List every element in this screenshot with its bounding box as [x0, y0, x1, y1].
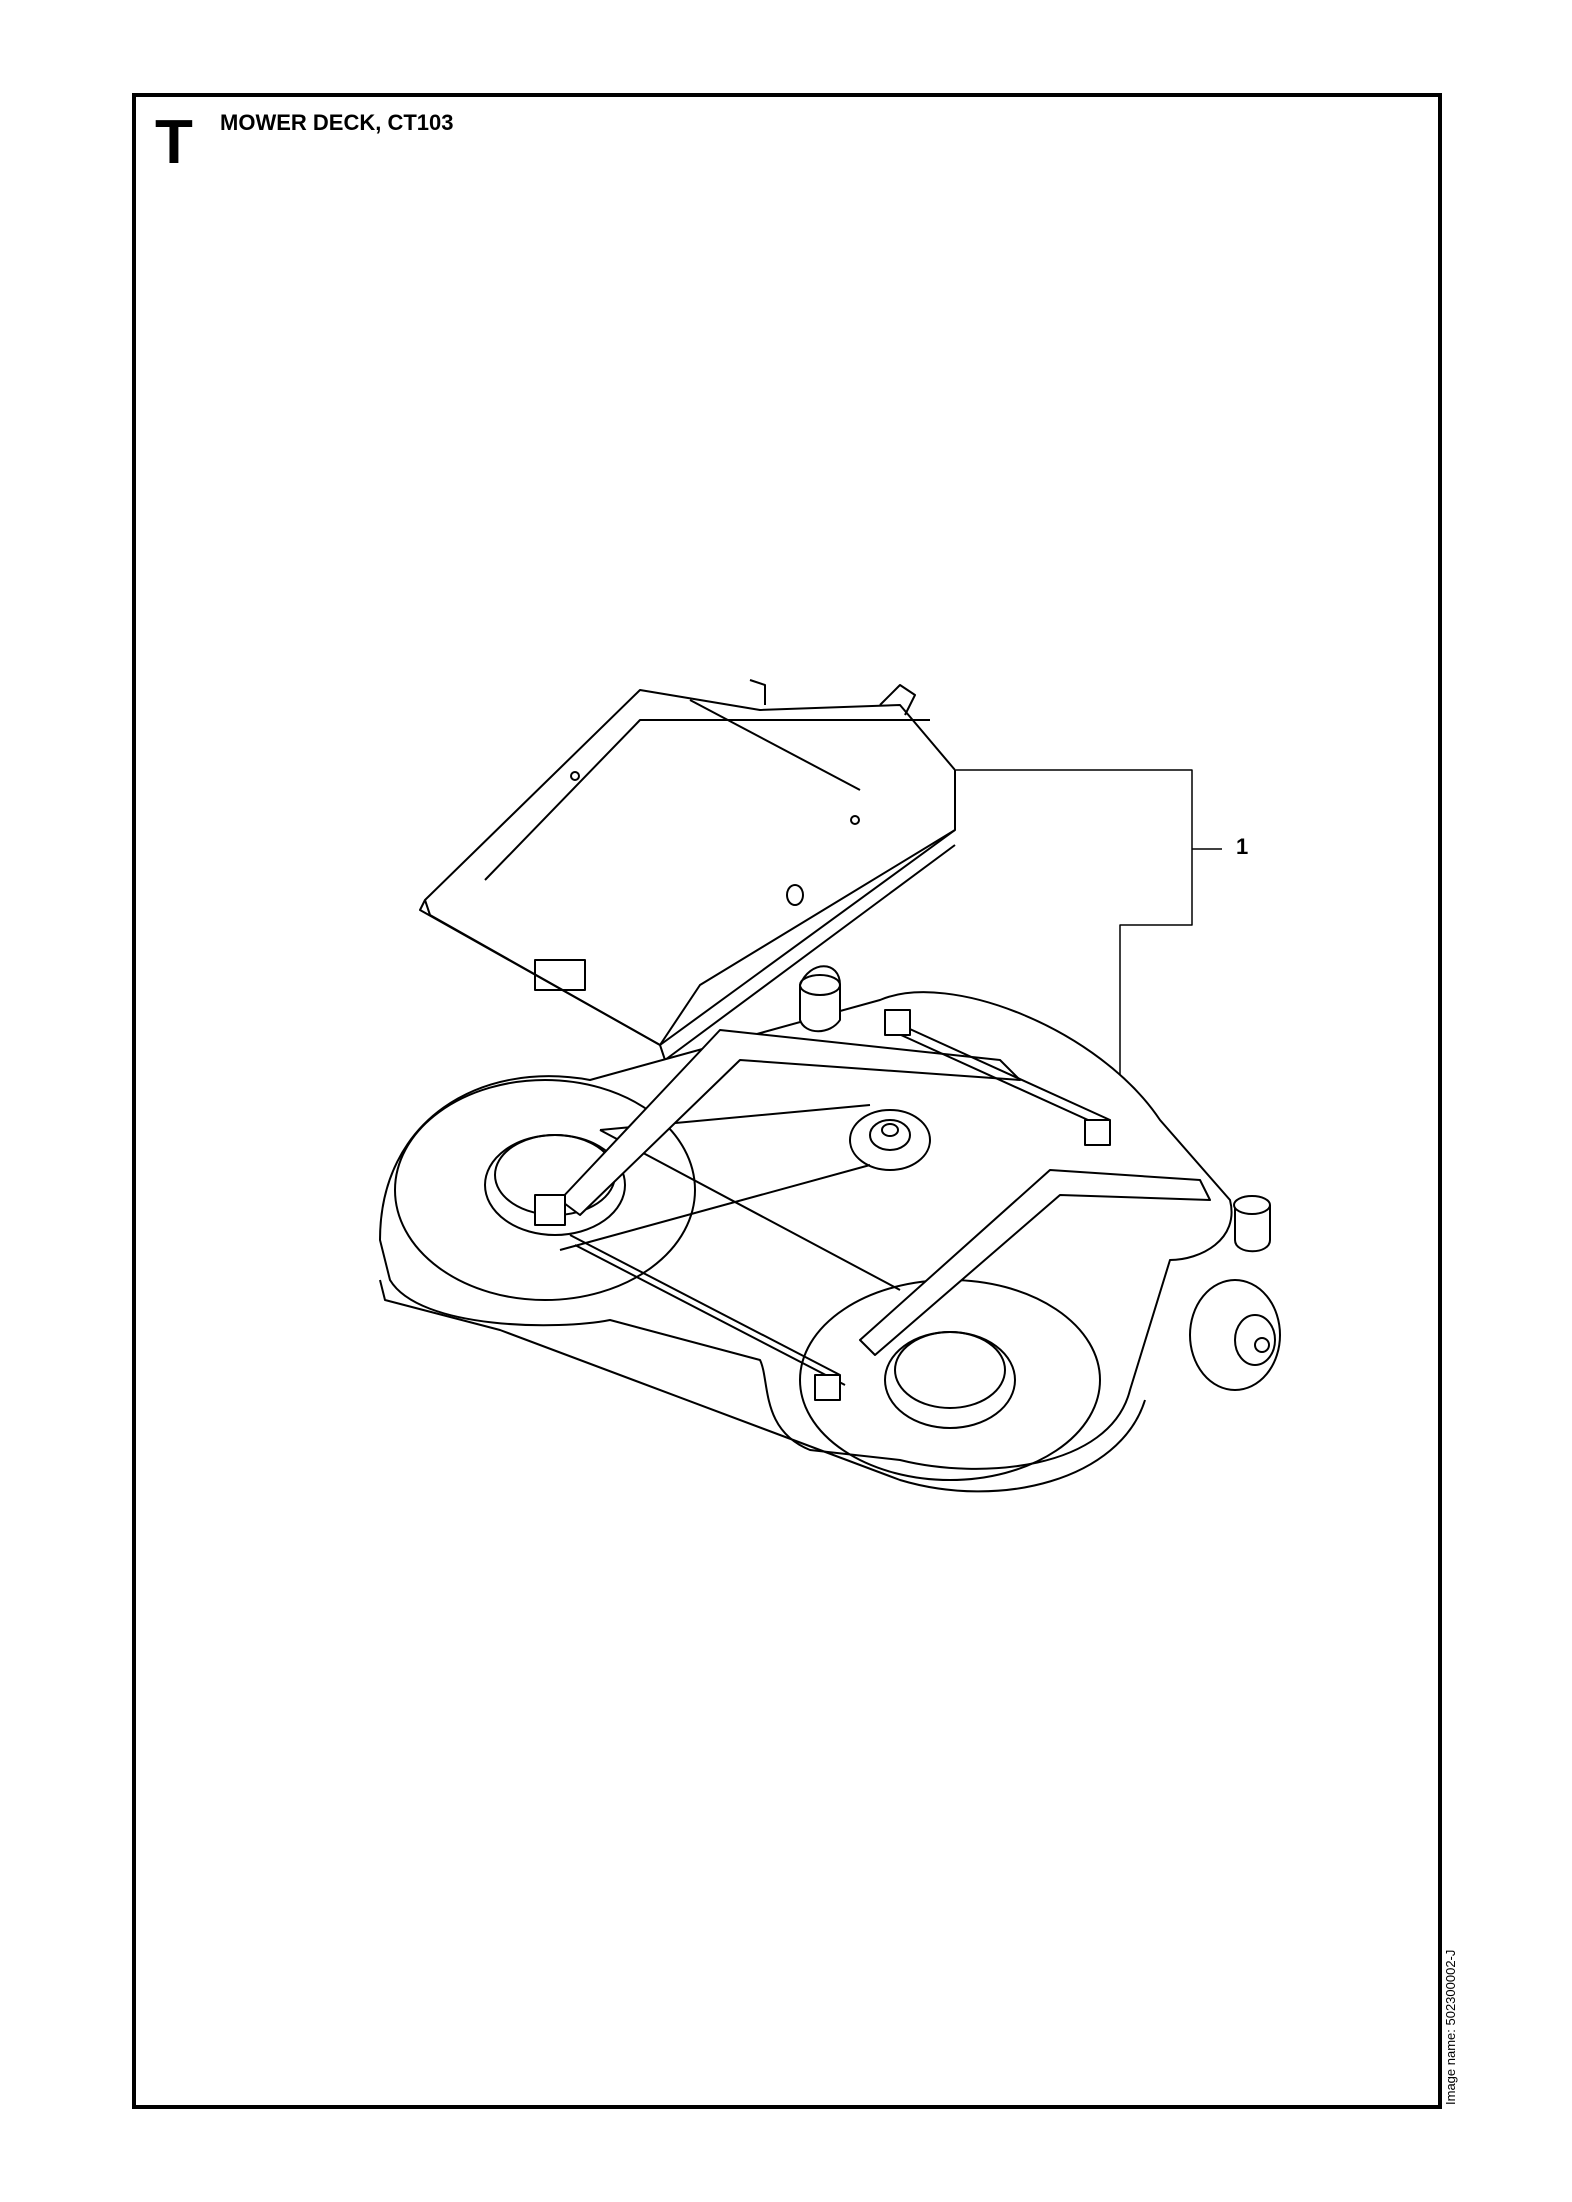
page-frame — [132, 93, 1442, 2109]
lift-arms — [534, 1009, 1211, 1401]
gauge-wheel — [1189, 1195, 1281, 1391]
section-letter: T — [155, 108, 193, 177]
callout-number: 1 — [1236, 834, 1249, 859]
image-name-label: Image name: 502300002-J — [1443, 1949, 1458, 2105]
callout-leader — [956, 769, 1222, 1117]
deflector-frame — [419, 679, 956, 1061]
page-title: MOWER DECK, CT103 — [220, 110, 454, 135]
deck-body — [379, 965, 1233, 1493]
